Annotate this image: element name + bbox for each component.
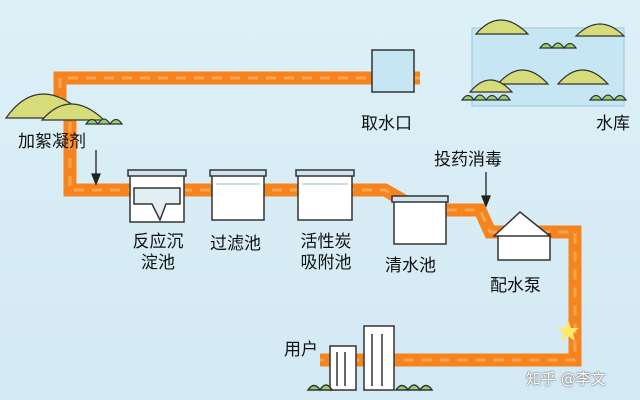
user-buildings xyxy=(306,325,434,392)
watermark-brand: 知乎 xyxy=(526,370,557,388)
coagulant-hills xyxy=(4,93,124,126)
carbon-label-line2: 吸附池 xyxy=(300,253,352,273)
sediment-tank xyxy=(127,169,187,223)
watermark-author: @李文 xyxy=(560,370,606,388)
watermark: 知乎 @李文 xyxy=(526,368,606,389)
filter-label: 过滤池 xyxy=(210,234,261,254)
sediment-label: 反应沉 淀池 xyxy=(124,232,192,274)
flow-star xyxy=(557,320,579,341)
carbon-tank xyxy=(295,169,355,221)
dosing-arrows xyxy=(91,150,491,208)
clear-label: 清水池 xyxy=(385,256,436,276)
sediment-label-line2: 淀池 xyxy=(141,253,175,273)
intake-label: 取水口 xyxy=(361,114,412,134)
reservoir-trees xyxy=(460,19,628,102)
clear-tank xyxy=(391,195,449,245)
pump-house xyxy=(492,211,553,261)
pump-label: 配水泵 xyxy=(490,276,541,296)
reservoir-water xyxy=(471,27,625,107)
coagulant-label: 加絮凝剂 xyxy=(18,132,86,152)
user-label: 用户 xyxy=(284,340,318,360)
carbon-label-line1: 活性炭 xyxy=(300,232,352,252)
filter-tank xyxy=(209,169,267,221)
intake-box xyxy=(371,49,415,93)
carbon-label: 活性炭 吸附池 xyxy=(292,232,360,274)
disinfect-label: 投药消毒 xyxy=(434,150,502,170)
sediment-label-line1: 反应沉 xyxy=(132,232,184,252)
reservoir-label: 水库 xyxy=(596,114,630,134)
